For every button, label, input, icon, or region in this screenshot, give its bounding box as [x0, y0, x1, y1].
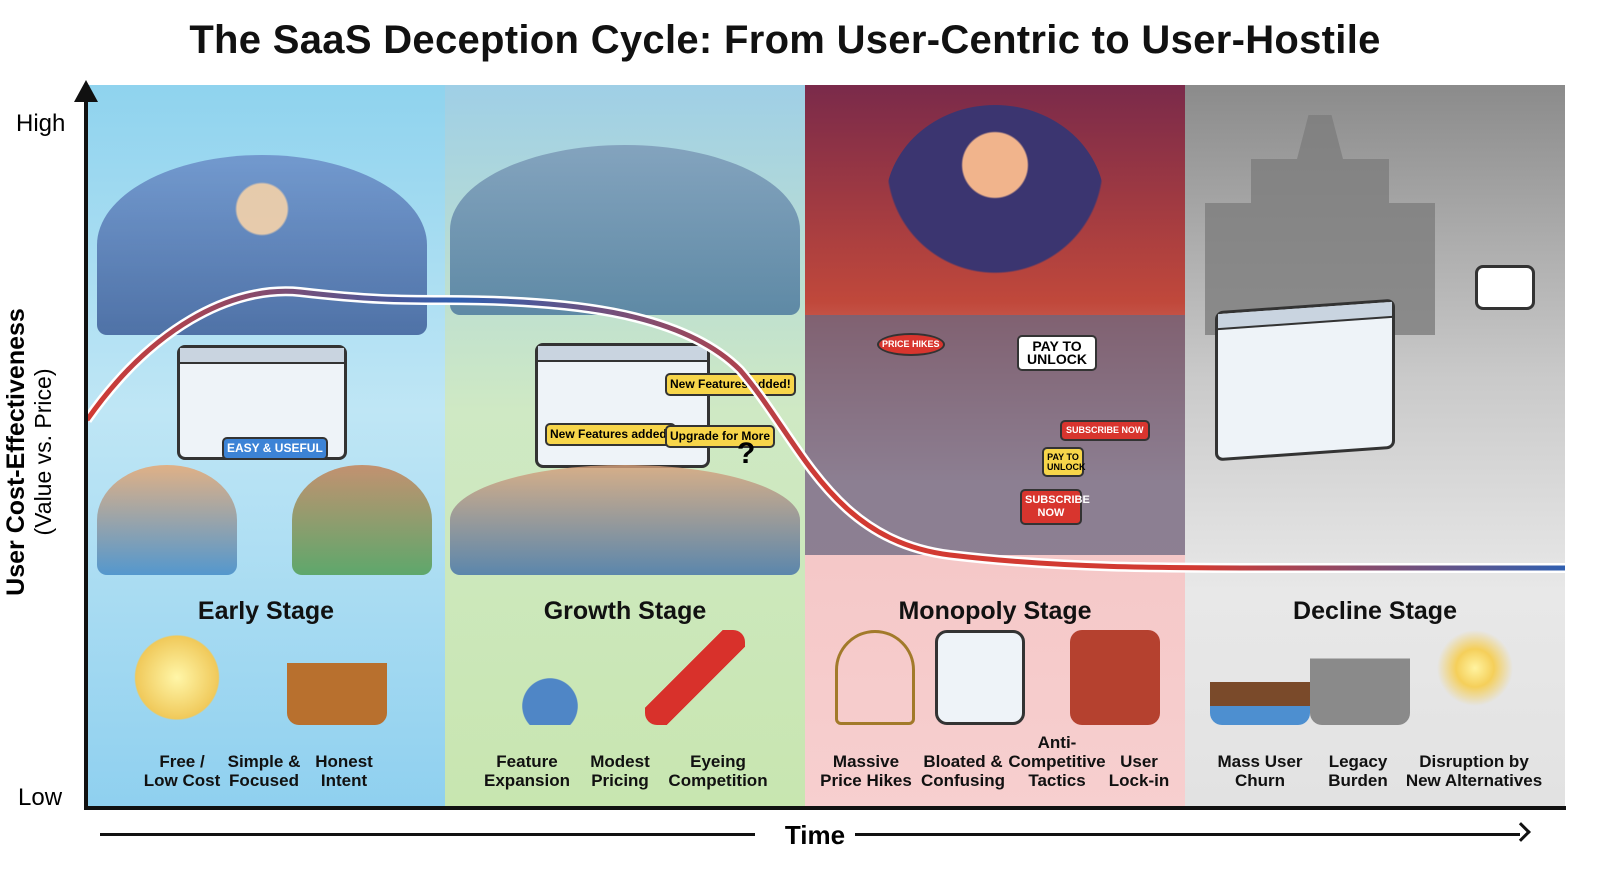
time-arrow-line [855, 833, 1520, 836]
stage-item: Eyeing Competition [668, 752, 768, 790]
stage-item: Anti- Competitive Tactics [1008, 733, 1106, 790]
sinking-ship-icon [1210, 630, 1310, 725]
swiss-army-knife-icon [645, 630, 745, 725]
golden-cage-lock-icon [835, 630, 915, 725]
sunrise-icon [1425, 630, 1525, 725]
callout: PAY TO UNLOCK [1017, 335, 1097, 371]
y-axis [74, 80, 98, 810]
stage-item: Honest Intent [315, 752, 373, 790]
stage-title: Growth Stage [543, 597, 707, 625]
spiked-wall-icon [1070, 630, 1160, 725]
stage-item: Disruption by New Alternatives [1405, 752, 1543, 790]
greedy-king-illustration [885, 105, 1105, 305]
time-axis-label: Time [784, 820, 846, 850]
stage-title: Early Stage [197, 597, 335, 625]
ruined-castle-icon [1310, 630, 1410, 725]
people-illustration [97, 155, 427, 335]
stage-item: Free / Low Cost [143, 752, 221, 790]
users-illustration [97, 465, 237, 575]
panel-growth-stage: New Features added! New Features added! … [445, 85, 805, 808]
stage-item: Mass User Churn [1217, 752, 1303, 790]
y-axis-sublabel: (Value vs. Price) [30, 368, 56, 536]
stage-item: Bloated & Confusing [920, 752, 1006, 790]
easy-useful-badge: EASY & USEFUL [222, 437, 328, 460]
users-illustration [450, 465, 800, 575]
question-mark: ? [737, 437, 756, 470]
callout: SUBSCRIBE NOW [1020, 489, 1090, 525]
callout: SUBSCRIBE NOW [1060, 420, 1150, 441]
callout: PRICE HIKES [877, 333, 945, 356]
stage-item: Feature Expansion [484, 752, 570, 790]
time-arrow-line [100, 833, 755, 836]
toolbox-icon [287, 630, 387, 725]
stage-item: Legacy Burden [1328, 752, 1388, 790]
y-axis-title: User Cost-Effectiveness(Value vs. Price) [2, 262, 57, 642]
panel-monopoly-stage: PRICE HIKES PAY TO UNLOCK PAY TO UNLOCK … [805, 85, 1185, 808]
users-illustration [292, 465, 432, 575]
handshake-icon [127, 630, 227, 725]
bloated-dashboard-icon [935, 630, 1025, 725]
stage-title: Decline Stage [1293, 597, 1457, 625]
panel-decline-stage: Decline Stage Mass User Churn Legacy Bur… [1185, 85, 1565, 808]
stage-item: Simple & Focused [227, 752, 301, 790]
y-axis-high-label: High [16, 110, 66, 137]
new-alternative-icon [1475, 265, 1535, 310]
x-axis-baseline [84, 806, 1566, 810]
time-axis: Time [100, 820, 1531, 850]
panel-early-stage: EASY & USEFUL Early Stage Free / Low Cos… [87, 85, 445, 808]
callout: PAY TO UNLOCK [1042, 447, 1086, 477]
callout: Upgrade for More [665, 425, 776, 448]
stage-item: Modest Pricing [590, 752, 650, 790]
callout: New Features added! [665, 373, 796, 396]
stage-item: User Lock-in [1108, 752, 1170, 790]
crowd-illustration [450, 145, 800, 315]
page-title: The SaaS Deception Cycle: From User-Cent… [189, 18, 1381, 62]
stage-item: Massive Price Hikes [820, 752, 912, 790]
y-axis-low-label: Low [18, 784, 63, 811]
callout: New Features added! [545, 423, 676, 446]
stage-title: Monopoly Stage [898, 597, 1092, 625]
team-chat-icon [500, 630, 600, 725]
y-axis-label: User Cost-Effectiveness [2, 308, 30, 596]
